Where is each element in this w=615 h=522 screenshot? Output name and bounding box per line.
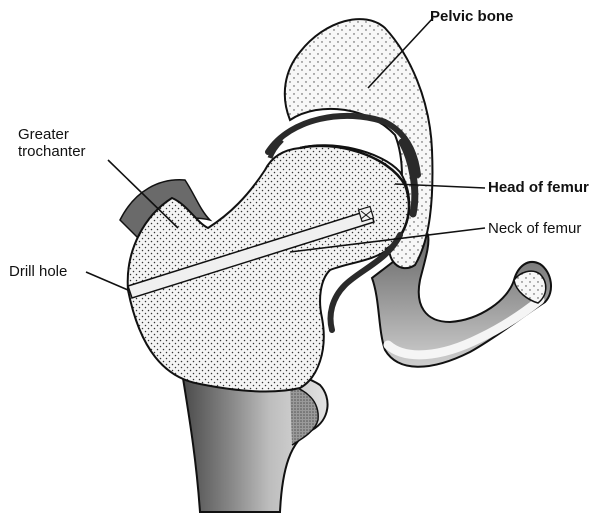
label-greater-trochanter: Greater trochanter: [18, 127, 86, 161]
label-greater-trochanter-line2: trochanter: [18, 144, 86, 161]
femoral-shaft: [182, 372, 328, 512]
label-head-of-femur: Head of femur: [488, 180, 589, 197]
label-drill-hole: Drill hole: [9, 264, 67, 281]
leader-drill-hole: [86, 272, 128, 290]
label-neck-of-femur: Neck of femur: [488, 221, 581, 238]
label-greater-trochanter-line1: Greater: [18, 127, 86, 144]
label-pelvic-bone: Pelvic bone: [430, 9, 513, 26]
